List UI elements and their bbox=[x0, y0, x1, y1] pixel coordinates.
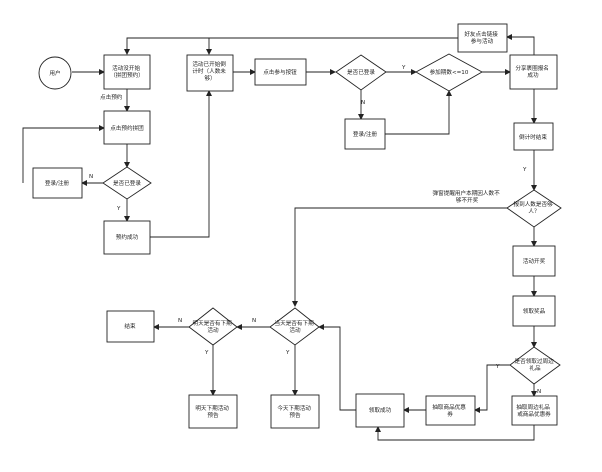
node-click-join bbox=[254, 58, 307, 86]
edge-label-y-countdown: Y bbox=[522, 167, 527, 173]
label-claim-prize: 领取奖品 bbox=[523, 307, 546, 315]
label-countdown-end: 倒计时结束 bbox=[519, 133, 547, 141]
edge-login1-to-count bbox=[385, 90, 452, 135]
edge-label-n-login2: N bbox=[89, 174, 93, 180]
node-end bbox=[106, 310, 155, 343]
edge-label-n-today: N bbox=[252, 318, 256, 324]
node-claim-prize bbox=[512, 295, 556, 327]
label-friend-click: 好友点击链接 参与活动 bbox=[464, 30, 499, 45]
node-activity-started bbox=[186, 54, 234, 92]
label-logged-in-2: 是否已登录 bbox=[113, 179, 141, 187]
node-claim-success bbox=[355, 393, 405, 428]
edge-label-n-gift: N bbox=[537, 389, 541, 395]
label-end: 结束 bbox=[124, 322, 136, 330]
node-claimed-gift bbox=[509, 346, 561, 385]
label-tomorrow-next: 明天是否有下期 活动 bbox=[193, 319, 234, 334]
label-user: 用户 bbox=[49, 69, 60, 77]
node-tomorrow-next bbox=[188, 307, 238, 346]
label-click-reserve: 点击预约拼团 bbox=[110, 124, 144, 132]
edge-login-to-reserve bbox=[22, 125, 105, 183]
node-reserve-success bbox=[103, 220, 151, 255]
node-click-reserve bbox=[103, 110, 151, 145]
label-join-count: 参加期数<=10 bbox=[430, 68, 469, 76]
label-click-join: 点击参与按钮 bbox=[263, 68, 297, 76]
node-friend-click bbox=[457, 23, 508, 53]
edge-enough-no bbox=[292, 207, 507, 307]
label-today-next: 当天是否有下期 活动 bbox=[275, 319, 316, 334]
label-reserve-success: 预约成功 bbox=[116, 233, 139, 241]
node-countdown-end bbox=[513, 122, 554, 151]
label-today-notice: 今天下期活动 预告 bbox=[277, 404, 312, 419]
edge-label-y-today: Y bbox=[285, 350, 290, 356]
edge-friend-to-top bbox=[124, 37, 458, 55]
edge-share-to-friend bbox=[506, 34, 535, 55]
node-activity-not-started bbox=[103, 54, 151, 90]
label-share-success: 分享裹圈报名 成功 bbox=[515, 64, 550, 79]
label-activity-not-started: 活动没开始 （拼团预约） bbox=[110, 64, 144, 79]
node-draw-gift bbox=[511, 395, 558, 426]
edge-label-y-login1: Y bbox=[401, 65, 406, 71]
nodes bbox=[32, 23, 562, 429]
node-login-1 bbox=[344, 118, 386, 150]
label-login-2: 登录/注册 bbox=[45, 179, 70, 187]
node-logged-in-1 bbox=[335, 54, 387, 91]
label-tomorrow-notice: 明天下期活动 预告 bbox=[195, 404, 230, 419]
node-enough-people bbox=[506, 189, 562, 228]
node-activity-open bbox=[512, 245, 556, 277]
edge-success-to-started bbox=[150, 90, 212, 238]
label-draw-coupon: 抽取商品优惠 券 bbox=[432, 403, 467, 418]
node-logged-in-2 bbox=[102, 166, 152, 200]
node-labels: 用户 活动没开始 （拼团预约） 活动已开始倒 计时（人数未 够） 点击参与按钮 … bbox=[45, 30, 556, 419]
node-today-next bbox=[269, 307, 320, 346]
label-activity-open: 活动开奖 bbox=[523, 257, 546, 265]
node-user bbox=[38, 56, 72, 90]
node-tomorrow-notice bbox=[188, 394, 238, 429]
edge-label-y-login2: Y bbox=[116, 206, 121, 212]
label-activity-started: 活动已开始倒 计时（人数未 够） bbox=[192, 60, 227, 82]
edges bbox=[22, 34, 537, 441]
node-join-count bbox=[415, 53, 483, 92]
edge-label-n-tomorrow: N bbox=[178, 318, 182, 324]
edge-gift-to-success bbox=[375, 425, 535, 441]
edge-success-to-today bbox=[318, 324, 356, 411]
edge-label-y-tomorrow: Y bbox=[204, 350, 209, 356]
node-share-success bbox=[509, 54, 558, 90]
node-today-notice bbox=[270, 394, 320, 429]
edge-gift-check-yes bbox=[474, 364, 510, 413]
edge-label-click-reserve: 点击预约 bbox=[100, 93, 123, 101]
label-enough-people: 报到人数是否够 人？ bbox=[514, 200, 555, 215]
edge-label-n-login1: N bbox=[361, 100, 365, 106]
label-claimed-gift: 是否领取过周边 礼品 bbox=[515, 357, 556, 372]
node-login-2 bbox=[32, 167, 83, 199]
label-draw-gift: 抽取周边礼品 或商品优惠券 bbox=[516, 403, 551, 418]
label-logged-in-1: 是否已登录 bbox=[347, 68, 375, 76]
label-login-1: 登录/注册 bbox=[353, 130, 378, 138]
edge-label-y-gift: Y bbox=[495, 364, 500, 370]
edge-labels: 点击预约 N Y Y N Y 弹窗提醒用户本期因人数不 够不开奖 Y N N Y… bbox=[89, 65, 541, 395]
edge-label-popup: 弹窗提醒用户本期因人数不 够不开奖 bbox=[433, 189, 502, 204]
node-draw-coupon bbox=[425, 395, 476, 426]
label-claim-success: 领取成功 bbox=[369, 406, 392, 414]
